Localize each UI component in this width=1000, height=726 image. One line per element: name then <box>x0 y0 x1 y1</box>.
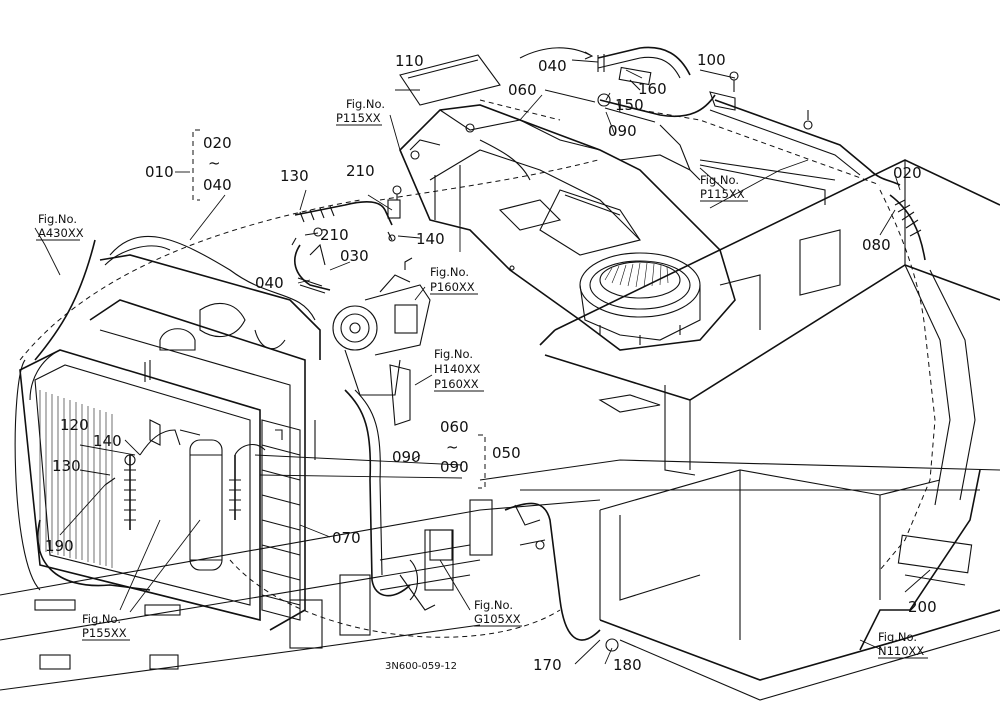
part-label-190: 190 <box>45 537 74 555</box>
fig-underlines <box>36 124 928 659</box>
svg-text:Fig.No.: Fig.No. <box>474 598 513 612</box>
svg-text:P115XX: P115XX <box>336 111 381 125</box>
liquid-line <box>344 389 601 641</box>
compressor-hoses <box>291 185 402 294</box>
filter-panel <box>399 54 501 106</box>
range-tilde: ~ <box>446 438 459 456</box>
figure-references: Fig.No. A430XX Fig.No. P115XX Fig.No. P1… <box>38 97 924 658</box>
part-label-210: 210 <box>346 162 375 180</box>
hvac-unit <box>399 104 736 351</box>
part-label-070: 070 <box>332 529 361 547</box>
part-label-090: 090 <box>608 122 637 140</box>
leader-lines <box>34 59 931 665</box>
part-labels: 010 020 ~ 040 130 210 210 140 030 040 11… <box>45 51 937 674</box>
part-label-180: 180 <box>613 656 642 674</box>
part-label-060: 060 <box>508 81 537 99</box>
part-label-210: 210 <box>320 226 349 244</box>
top-hoses <box>597 46 936 571</box>
part-label-130: 130 <box>52 457 81 475</box>
svg-text:P160XX: P160XX <box>434 377 479 391</box>
part-label-080: 080 <box>862 236 891 254</box>
svg-text:H140XX: H140XX <box>434 362 480 376</box>
ac-hoses <box>34 239 316 530</box>
part-label-090-range: 090 <box>440 458 469 476</box>
part-label-170: 170 <box>533 656 562 674</box>
part-label-060-range: 060 <box>440 418 469 436</box>
svg-text:Fig.No.: Fig.No. <box>38 212 77 226</box>
part-label-010: 010 <box>145 163 174 181</box>
fig-ref-a430: Fig.No. A430XX <box>38 212 84 240</box>
part-label-160: 160 <box>638 80 667 98</box>
fig-ref-n110: Fig.No. N110XX <box>878 630 924 658</box>
part-label-200: 200 <box>908 598 937 616</box>
part-label-130: 130 <box>280 167 309 185</box>
fig-ref-p115-right: Fig.No. P115XX <box>700 173 745 201</box>
part-label-040: 040 <box>255 274 284 292</box>
svg-text:Fig.No.: Fig.No. <box>346 97 385 111</box>
part-label-110: 110 <box>395 52 424 70</box>
part-label-040: 040 <box>538 57 567 75</box>
range-tilde: ~ <box>208 154 221 172</box>
fig-ref-p155: Fig.No. P155XX <box>82 612 127 640</box>
lower-frame <box>0 499 601 691</box>
svg-text:N110XX: N110XX <box>878 644 924 658</box>
brackets <box>192 129 486 489</box>
part-label-100: 100 <box>697 51 726 69</box>
svg-text:A430XX: A430XX <box>38 226 84 240</box>
part-label-090: 090 <box>392 448 421 466</box>
part-label-040-range: 040 <box>203 176 232 194</box>
part-label-150: 150 <box>615 96 644 114</box>
part-label-140: 140 <box>93 432 122 450</box>
svg-text:Fig.No.: Fig.No. <box>82 612 121 626</box>
part-label-030: 030 <box>340 247 369 265</box>
svg-text:P155XX: P155XX <box>82 626 127 640</box>
drawing-code: 3N600-059-12 <box>385 661 457 672</box>
part-label-050: 050 <box>492 444 521 462</box>
svg-text:Fig.No.: Fig.No. <box>434 347 473 361</box>
svg-text:Fig.No.: Fig.No. <box>700 173 739 187</box>
fig-ref-p115-top: Fig.No. P115XX <box>336 97 385 125</box>
svg-text:P160XX: P160XX <box>430 280 475 294</box>
part-label-020-range: 020 <box>203 134 232 152</box>
dashed-refs <box>19 47 599 638</box>
fig-ref-g105: Fig.No. G105XX <box>474 598 521 626</box>
cab-frame <box>479 159 1000 701</box>
part-label-140: 140 <box>416 230 445 248</box>
svg-text:Fig.No.: Fig.No. <box>878 630 917 644</box>
part-label-120: 120 <box>60 416 89 434</box>
svg-text:G105XX: G105XX <box>474 612 521 626</box>
compressor <box>332 257 431 426</box>
part-label-020: 020 <box>893 164 922 182</box>
fig-ref-h140-p160: Fig.No. H140XX P160XX <box>434 347 480 391</box>
fig-ref-p160: Fig.No. P160XX <box>430 265 475 294</box>
svg-text:Fig.No.: Fig.No. <box>430 265 469 279</box>
svg-text:P115XX: P115XX <box>700 187 745 201</box>
